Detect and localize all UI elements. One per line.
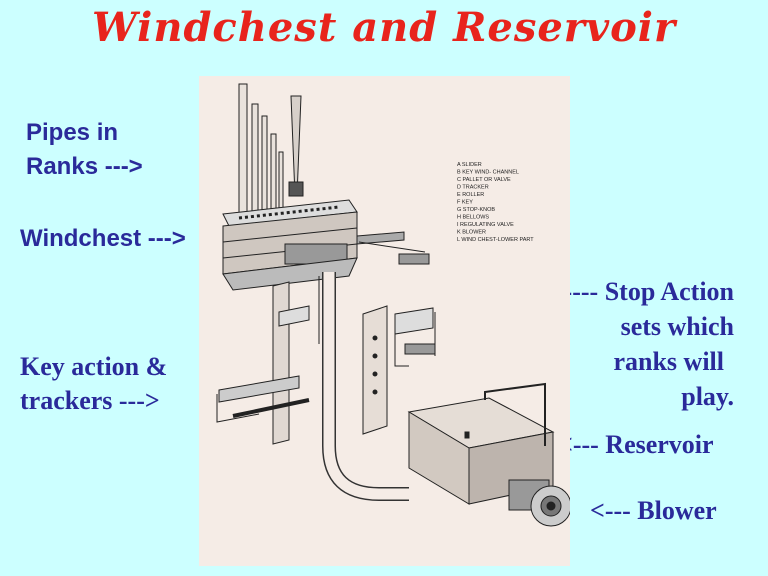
label-key-action: Key action & trackers ---> bbox=[20, 350, 167, 418]
label-windchest: Windchest ---> bbox=[20, 225, 186, 252]
legend-item: H BELLOWS bbox=[457, 215, 489, 221]
pipe bbox=[270, 133, 277, 217]
pipe bbox=[261, 115, 268, 217]
legend-item: L WIND CHEST-LOWER PART bbox=[457, 237, 534, 243]
legend-item: D TRACKER bbox=[457, 185, 489, 191]
label-stop-line4: play. bbox=[681, 382, 734, 411]
windchest-lower bbox=[222, 257, 358, 291]
legend-item: E ROLLER bbox=[457, 192, 484, 198]
label-stop-line3: ranks will bbox=[613, 347, 724, 376]
slider-arm bbox=[356, 231, 405, 245]
pipe-tall bbox=[238, 83, 248, 217]
pipe-short bbox=[288, 181, 304, 197]
stop-panel bbox=[362, 305, 388, 435]
label-key-line2: trackers ---> bbox=[20, 386, 160, 415]
label-stop-line2: sets which bbox=[620, 312, 734, 341]
key-lever bbox=[218, 375, 300, 403]
legend-item: A SLIDER bbox=[457, 162, 482, 168]
legend-item: F KEY bbox=[457, 200, 473, 206]
legend-item: C PALLET OR VALVE bbox=[457, 177, 511, 183]
side-board bbox=[272, 281, 290, 445]
label-pipes-line2: Ranks ---> bbox=[26, 153, 143, 180]
label-pipes: Pipes in Ranks ---> bbox=[26, 116, 143, 184]
pipe bbox=[251, 103, 259, 217]
pipe bbox=[278, 151, 284, 217]
label-pipes-line1: Pipes in bbox=[26, 119, 119, 146]
legend-item: K BLOWER bbox=[457, 230, 486, 236]
label-blower: <--- Blower bbox=[590, 496, 717, 525]
key-frame bbox=[216, 394, 260, 423]
label-key-line1: Key action & bbox=[20, 352, 168, 381]
legend-item: B KEY WIND- CHANNEL bbox=[457, 170, 519, 176]
page-title: Windchest and Reservoir bbox=[91, 4, 677, 51]
pipe-conical bbox=[290, 95, 302, 197]
legend-item: G STOP-KNOB bbox=[457, 207, 495, 213]
windchest-holes bbox=[238, 205, 340, 220]
legend-item: I REGULATING VALVE bbox=[457, 222, 514, 228]
label-reservoir: <--- Reservoir bbox=[558, 430, 714, 459]
